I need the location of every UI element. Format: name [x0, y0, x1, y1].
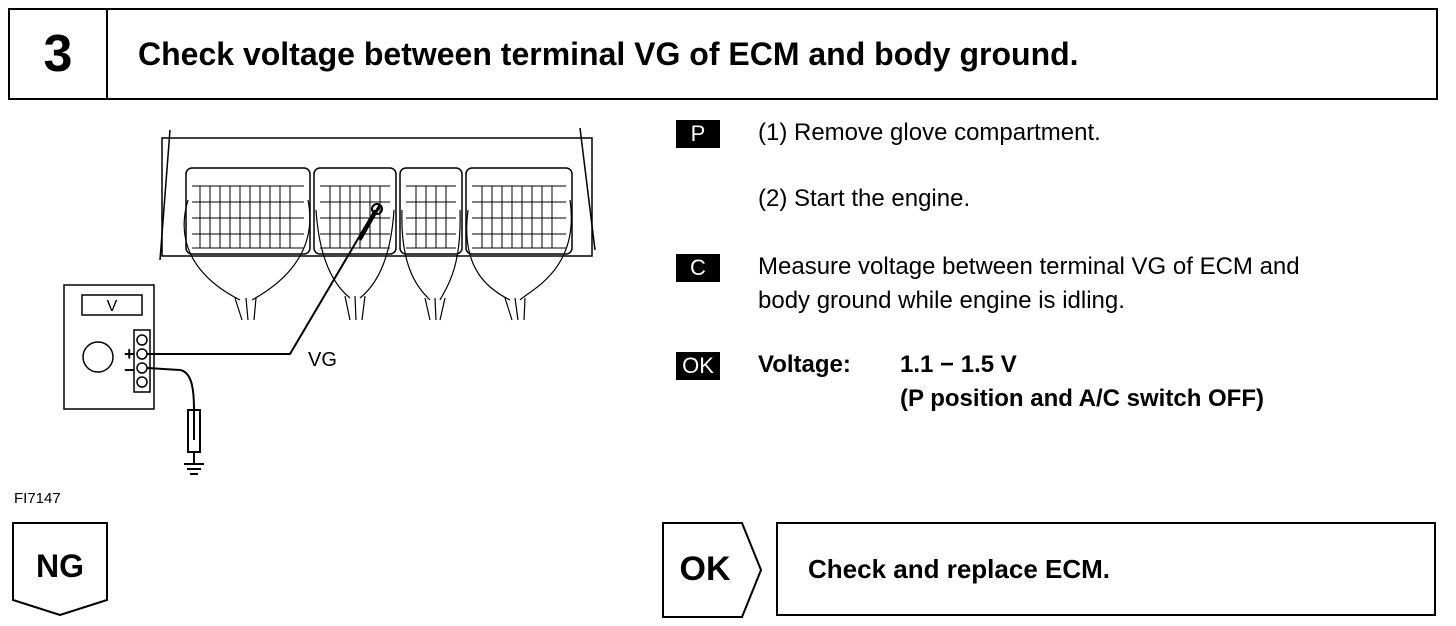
voltmeter [63, 284, 155, 410]
ng-label: NG [36, 548, 84, 584]
ok-badge: OK [676, 352, 720, 380]
ok-label: OK [679, 550, 731, 588]
ecm-connectors [185, 167, 573, 255]
step-number: 3 [10, 10, 108, 98]
ok-action-box: Check and replace ECM. [776, 522, 1436, 616]
spec-condition: (P position and A/C switch OFF) [900, 385, 1264, 412]
instruction-step1: P (1) Remove glove compartment. [676, 116, 1446, 150]
ok-action-text: Check and replace ECM. [808, 553, 1110, 584]
instruction-step2: (2) Start the engine. [676, 182, 1446, 216]
spec-value: 1.1 − 1.5 V [900, 351, 1017, 378]
step1-text: (1) Remove glove compartment. [758, 119, 1101, 146]
c-badge: C [676, 254, 720, 282]
ecm-voltage-diagram: V + − VG [63, 127, 596, 475]
instruction-measure: C Measure voltage between terminal VG of… [676, 250, 1446, 320]
minus-label: − [124, 360, 135, 380]
vg-terminal-label: VG [308, 349, 337, 371]
ng-result: NG [12, 522, 108, 617]
test-leads [146, 203, 383, 475]
instruction-spec: OK Voltage: 1.1 − 1.5 V (P position and … [676, 348, 1446, 418]
ok-arrow-shape [662, 522, 763, 618]
measure-line1: Measure voltage between terminal VG of E… [758, 253, 1300, 280]
spec-label: Voltage: [758, 351, 851, 378]
wire-harness [183, 199, 572, 321]
step-header: 3 Check voltage between terminal VG of E… [8, 8, 1438, 100]
ok-result: OK [662, 522, 763, 618]
figure-id: FI7147 [14, 490, 61, 507]
plus-label: + [124, 344, 135, 364]
step2-text: (2) Start the engine. [758, 185, 971, 212]
step-title: Check voltage between terminal VG of ECM… [138, 35, 1079, 72]
ng-pentagon [12, 522, 108, 617]
measure-line2: body ground while engine is idling. [758, 287, 1125, 314]
p-badge: P [676, 120, 720, 148]
meter-label: V [107, 298, 118, 315]
connector-pins [192, 185, 566, 249]
